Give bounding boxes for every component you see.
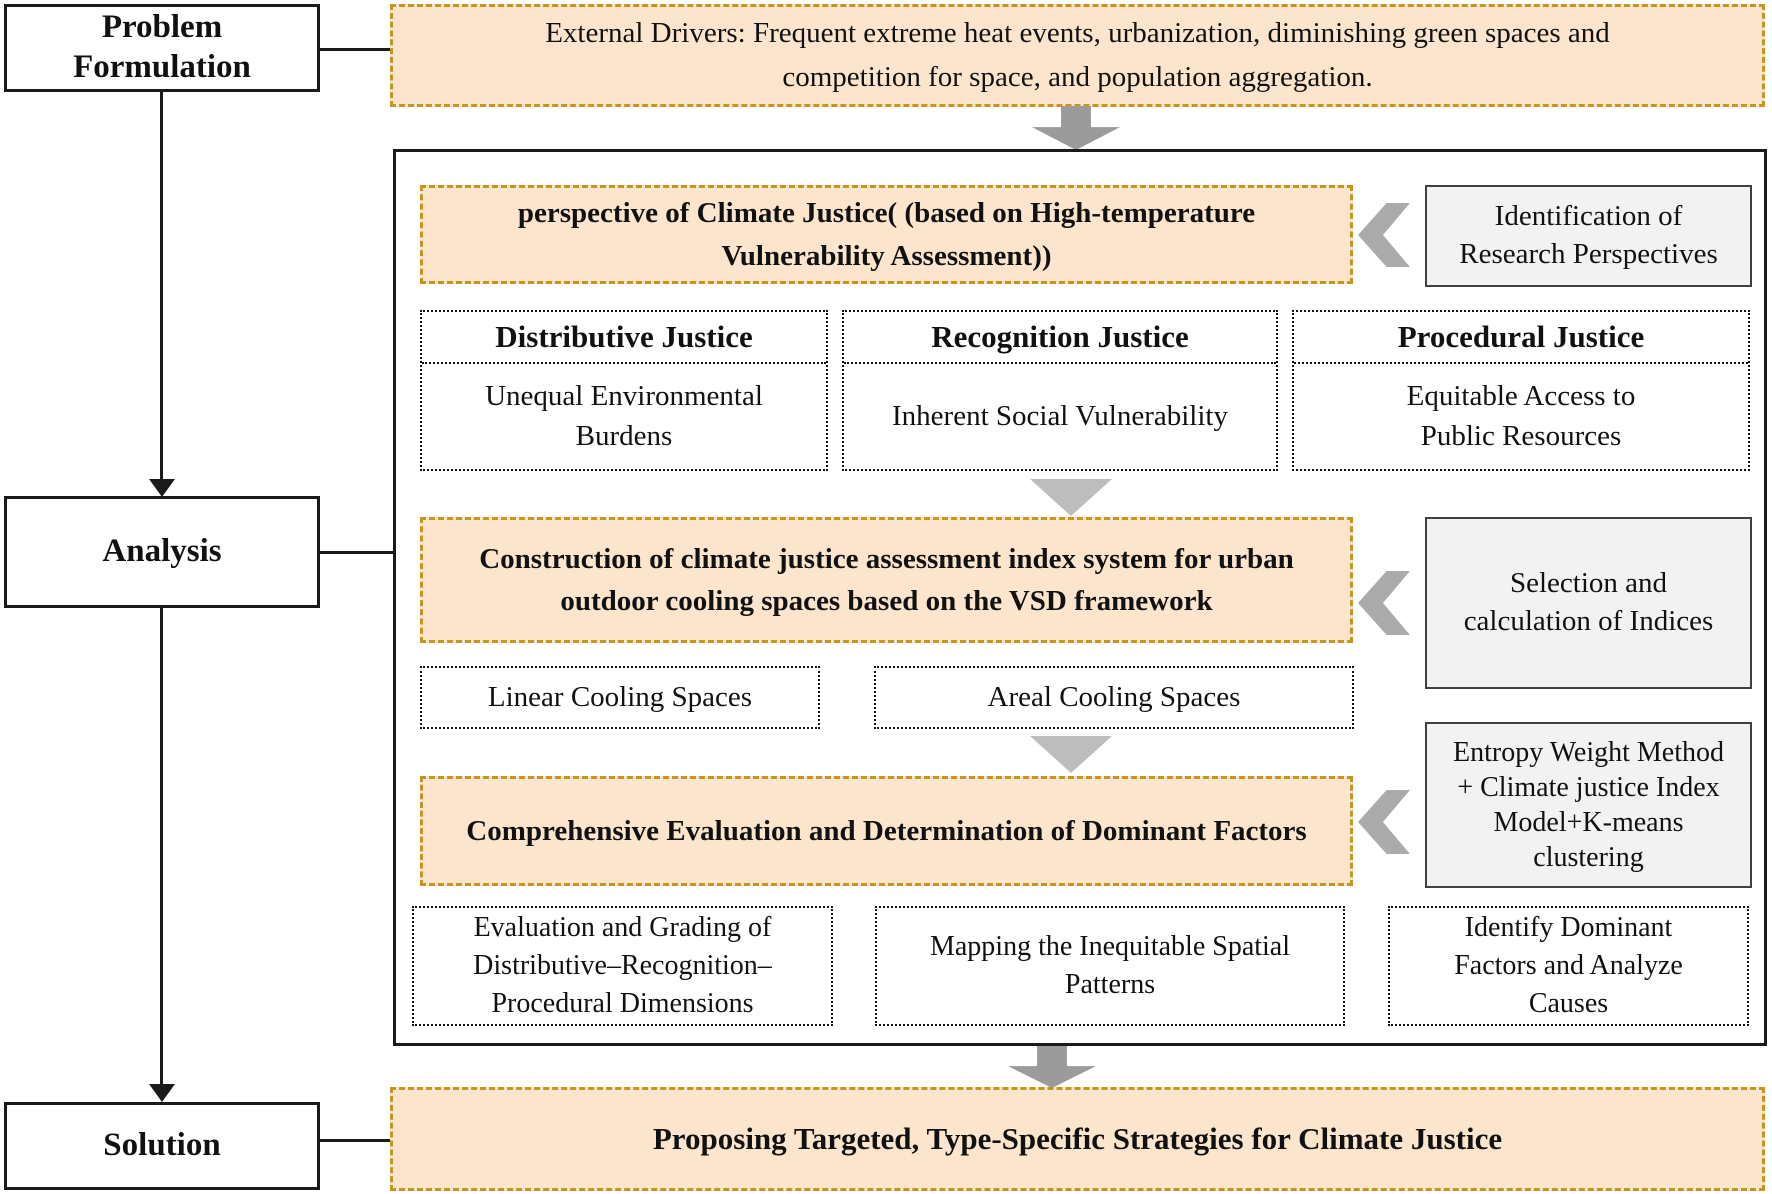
connector-analysis-to-solution-arrowhead bbox=[149, 1084, 175, 1102]
perspective-title: perspective of Climate Justice( (based o… bbox=[517, 197, 1256, 272]
connector-analysis-to-solution-line bbox=[160, 608, 163, 1085]
method-label-identification: Identification of Research Perspectives bbox=[1459, 200, 1718, 270]
output-label-dominant-factors: Identify Dominant Factors and Analyze Ca… bbox=[1454, 912, 1683, 1019]
method-box-entropy: Entropy Weight Method + Climate justice … bbox=[1425, 722, 1752, 888]
justice-box-recognition: Recognition Justice Inherent Social Vuln… bbox=[842, 310, 1278, 471]
justice-body-recognition: Inherent Social Vulnerability bbox=[892, 399, 1228, 432]
connector-analysis-to-container bbox=[320, 551, 393, 554]
stage-label-problem-formulation: Problem Formulation bbox=[73, 9, 251, 85]
method-box-identification: Identification of Research Perspectives bbox=[1425, 185, 1752, 287]
cooling-space-label-areal: Areal Cooling Spaces bbox=[987, 680, 1241, 713]
cooling-space-box-areal: Areal Cooling Spaces bbox=[874, 666, 1354, 729]
triangle-down-icon-2 bbox=[1030, 736, 1112, 773]
method-label-entropy: Entropy Weight Method + Climate justice … bbox=[1453, 737, 1724, 873]
connector-solution-to-proposing bbox=[320, 1139, 390, 1142]
justice-box-procedural: Procedural Justice Equitable Access to P… bbox=[1292, 310, 1750, 471]
justice-box-distributive: Distributive Justice Unequal Environment… bbox=[420, 310, 828, 471]
down-block-arrow-container-to-proposing-icon bbox=[1008, 1046, 1096, 1088]
output-box-evaluation-grading: Evaluation and Grading of Distributive–R… bbox=[412, 906, 833, 1026]
justice-body-procedural: Equitable Access to Public Resources bbox=[1406, 380, 1636, 452]
output-box-dominant-factors: Identify Dominant Factors and Analyze Ca… bbox=[1388, 906, 1749, 1026]
comprehensive-box: Comprehensive Evaluation and Determinati… bbox=[420, 776, 1353, 886]
output-label-evaluation-grading: Evaluation and Grading of Distributive–R… bbox=[473, 912, 772, 1019]
construction-box: Construction of climate justice assessme… bbox=[420, 517, 1353, 643]
method-label-selection: Selection and calculation of Indices bbox=[1463, 567, 1714, 637]
stage-box-solution: Solution bbox=[4, 1102, 320, 1190]
chevron-left-icon bbox=[1358, 203, 1410, 267]
output-label-mapping-patterns: Mapping the Inequitable Spatial Patterns bbox=[929, 931, 1291, 1000]
stage-label-analysis: Analysis bbox=[102, 533, 222, 570]
stage-box-analysis: Analysis bbox=[4, 496, 320, 608]
connector-problem-to-external-drivers bbox=[320, 48, 390, 51]
cooling-space-label-linear: Linear Cooling Spaces bbox=[487, 680, 753, 713]
construction-title: Construction of climate justice assessme… bbox=[479, 542, 1294, 617]
chevron-left-icon bbox=[1358, 571, 1410, 635]
proposing-box: Proposing Targeted, Type-Specific Strate… bbox=[390, 1087, 1765, 1191]
down-block-arrow-external-to-container-icon bbox=[1032, 106, 1120, 150]
external-drivers-text: External Drivers: Frequent extreme heat … bbox=[545, 17, 1610, 93]
external-drivers-box: External Drivers: Frequent extreme heat … bbox=[390, 4, 1765, 107]
comprehensive-title: Comprehensive Evaluation and Determinati… bbox=[466, 814, 1307, 847]
stage-box-problem-formulation: Problem Formulation bbox=[4, 4, 320, 92]
chevron-left-icon bbox=[1358, 790, 1410, 854]
justice-title-procedural: Procedural Justice bbox=[1294, 312, 1748, 364]
output-box-mapping-patterns: Mapping the Inequitable Spatial Patterns bbox=[875, 906, 1345, 1026]
stage-label-solution: Solution bbox=[103, 1127, 221, 1164]
connector-problem-to-analysis-line bbox=[160, 92, 163, 480]
method-box-selection: Selection and calculation of Indices bbox=[1425, 517, 1752, 689]
proposing-text: Proposing Targeted, Type-Specific Strate… bbox=[652, 1120, 1503, 1156]
justice-body-distributive: Unequal Environmental Burdens bbox=[485, 380, 763, 452]
connector-problem-to-analysis-arrowhead bbox=[149, 479, 175, 497]
analysis-container: perspective of Climate Justice( (based o… bbox=[393, 149, 1767, 1046]
justice-title-recognition: Recognition Justice bbox=[844, 312, 1276, 364]
justice-title-distributive: Distributive Justice bbox=[422, 312, 826, 364]
cooling-space-box-linear: Linear Cooling Spaces bbox=[420, 666, 820, 729]
perspective-box: perspective of Climate Justice( (based o… bbox=[420, 185, 1353, 284]
triangle-down-icon-1 bbox=[1030, 479, 1112, 516]
